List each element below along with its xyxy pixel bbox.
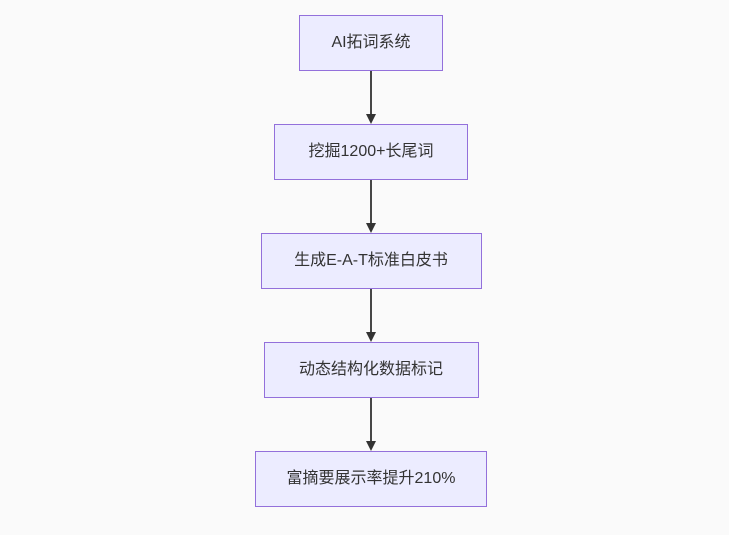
flow-node-ai-expansion-system: AI拓词系统 [299,15,443,71]
arrow-down-icon [366,180,376,233]
arrow-down-icon [366,289,376,342]
flow-node-label: 动态结构化数据标记 [298,361,443,378]
arrow-down-icon [366,71,376,124]
flowchart: AI拓词系统 挖掘1200+长尾词 生成E-A-T标准白皮书 动态结构化数据标记… [255,15,487,507]
flow-node-eat-whitepaper: 生成E-A-T标准白皮书 [260,233,482,289]
flow-node-structured-data-markup: 动态结构化数据标记 [263,342,479,398]
flow-node-longtail-keywords: 挖掘1200+长尾词 [274,124,468,180]
flow-node-label: AI拓词系统 [331,34,411,51]
flow-node-label: 富摘要展示率提升210% [286,470,456,487]
flow-node-label: 生成E-A-T标准白皮书 [294,252,448,269]
flow-node-rich-snippet-rate: 富摘要展示率提升210% [255,451,487,507]
flow-node-label: 挖掘1200+长尾词 [308,143,434,160]
arrow-down-icon [366,398,376,451]
